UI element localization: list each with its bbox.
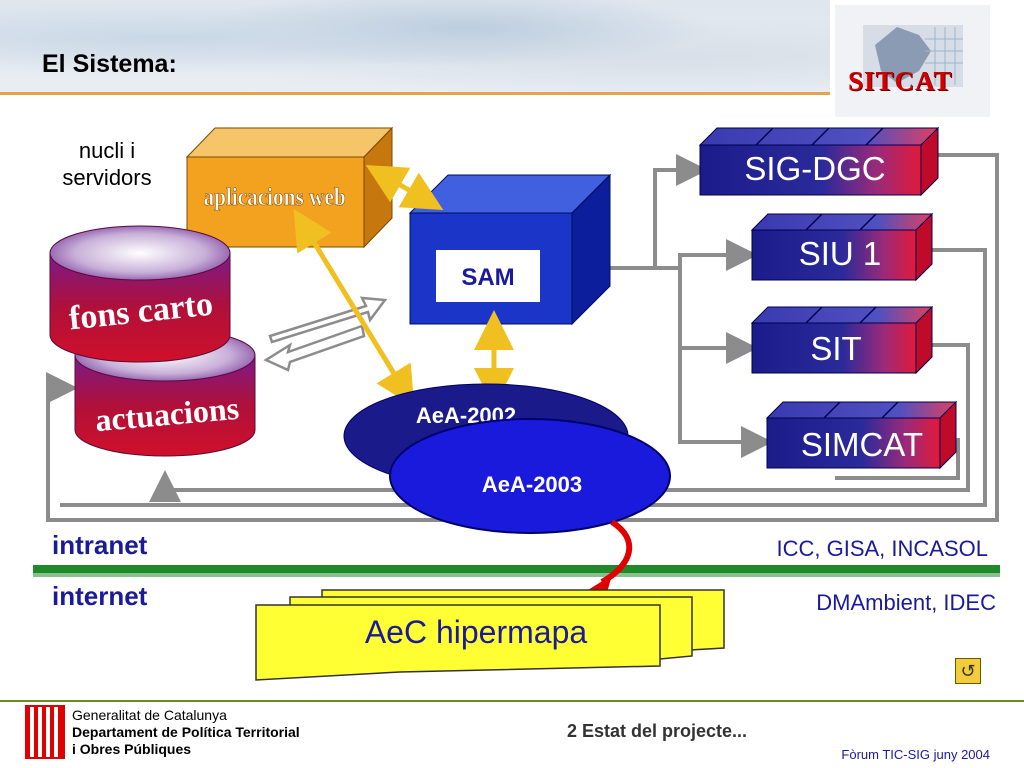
yellow-connectors xyxy=(293,164,514,408)
departament-label: Departament de Política Territorial xyxy=(72,724,300,740)
sam-label: SAM xyxy=(461,264,514,291)
header-map-banner xyxy=(0,0,830,95)
nucli-line-1: nucli i xyxy=(78,138,136,163)
aec-hipermapa-stack xyxy=(255,589,725,681)
generalitat-label: Generalitat de Catalunya xyxy=(72,707,227,723)
internet-label: internet xyxy=(52,581,148,611)
obres-publiques-label: i Obres Públiques xyxy=(72,741,192,757)
catalonia-map-icon xyxy=(863,25,963,87)
system-label-sig-dgc: SIG-DGC xyxy=(744,150,885,187)
intranet-label: intranet xyxy=(52,530,148,560)
aec-hipermapa-label: AeC hipermapa xyxy=(365,614,588,650)
footer-divider xyxy=(0,700,1024,702)
aplicacions-web-label: aplicacions web xyxy=(203,183,345,211)
simcat-box xyxy=(765,400,958,470)
section-footer-title: 2 Estat del projecte... xyxy=(567,721,748,741)
sitcat-logo-text: SITCAT xyxy=(848,66,953,96)
system-label-simcat: SIMCAT xyxy=(801,426,923,463)
siu-1-box xyxy=(750,212,934,282)
aea-2003-ellipse xyxy=(389,418,671,534)
intranet-internet-separator xyxy=(33,565,1000,573)
return-arrow-icon[interactable]: ↺ xyxy=(955,658,981,684)
sitcat-logo xyxy=(835,5,990,117)
page-title: El Sistema: xyxy=(42,50,177,78)
fons-carto-cylinder xyxy=(49,225,231,363)
nucli-servidors-label: nucli i servidors xyxy=(36,137,178,191)
aea-2003-label: AeA-2003 xyxy=(482,472,582,497)
forum-footer-label: Fòrum TIC-SIG juny 2004 xyxy=(841,747,990,762)
icc-label: ICC, GISA, INCASOL xyxy=(776,536,989,561)
system-label-siu-1: SIU 1 xyxy=(799,235,882,272)
nucli-line-2: servidors xyxy=(62,165,152,190)
system-diagram: aplicacions web SAM actuacions fons cart… xyxy=(33,126,1000,681)
gencat-flag-icon xyxy=(25,705,65,759)
sam-box xyxy=(408,173,612,326)
sig-dgc-box xyxy=(698,126,940,197)
dmambient-label: DMAmbient, IDEC xyxy=(816,590,996,615)
system-label-sit: SIT xyxy=(810,330,861,367)
sit-box xyxy=(750,305,934,375)
